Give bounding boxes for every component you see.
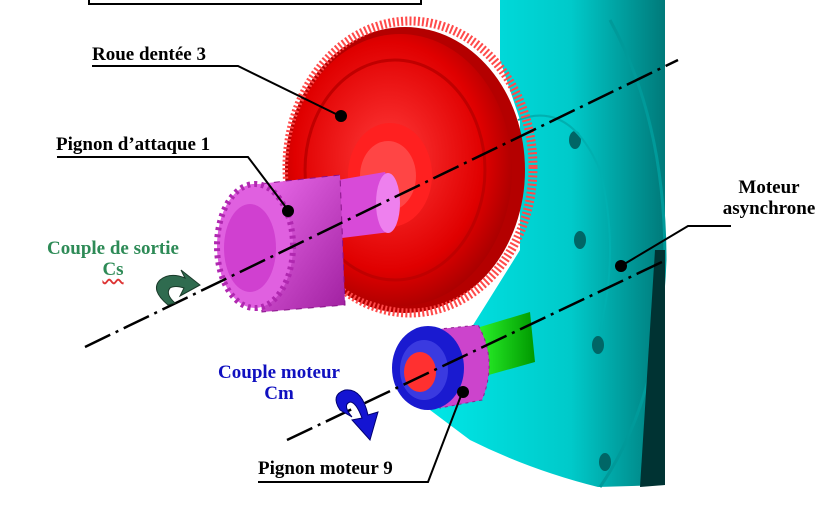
label-couple-moteur: Couple moteur Cm	[212, 362, 346, 404]
couple-moteur-title: Couple moteur	[218, 362, 340, 383]
moteur-line2: asynchrone	[722, 198, 816, 219]
roue-dentee-3	[282, 16, 538, 318]
couple-moteur-arrow	[335, 389, 379, 442]
pignon-moteur-9	[392, 324, 490, 410]
leader-roue	[92, 65, 341, 117]
couple-sortie-title: Couple de sortie	[47, 238, 179, 259]
dot-pignon-attaque	[282, 205, 294, 217]
top-frame	[88, 0, 422, 5]
label-pignon-attaque: Pignon d’attaque 1	[56, 134, 211, 155]
label-pignon-moteur: Pignon moteur 9	[258, 458, 393, 479]
label-couple-sortie: Couple de sortie Cs	[28, 238, 198, 280]
leader-lines	[57, 65, 731, 483]
leader-moteur	[620, 225, 731, 267]
moteur-line1: Moteur	[738, 177, 800, 198]
dot-moteur	[615, 260, 627, 272]
leader-pignon-attaque	[57, 156, 289, 211]
bolt-hole	[599, 453, 611, 471]
leader-pignon-moteur	[258, 392, 463, 483]
bolt-hole	[569, 131, 581, 149]
bolt-hole	[574, 231, 586, 249]
couple-moteur-symbol: Cm	[264, 383, 294, 404]
label-moteur-asynchrone: Moteur asynchrone	[704, 177, 834, 219]
bolt-hole	[592, 336, 604, 354]
pignon-attaque-1	[214, 172, 400, 313]
label-roue-dentee: Roue dentée 3	[92, 44, 206, 65]
dot-roue	[335, 110, 347, 122]
couple-sortie-arrow	[155, 269, 201, 306]
leader-dots	[282, 110, 627, 398]
rotation-axes	[84, 58, 679, 442]
dot-pignon-moteur	[457, 386, 469, 398]
couple-sortie-symbol: Cs	[102, 259, 124, 280]
